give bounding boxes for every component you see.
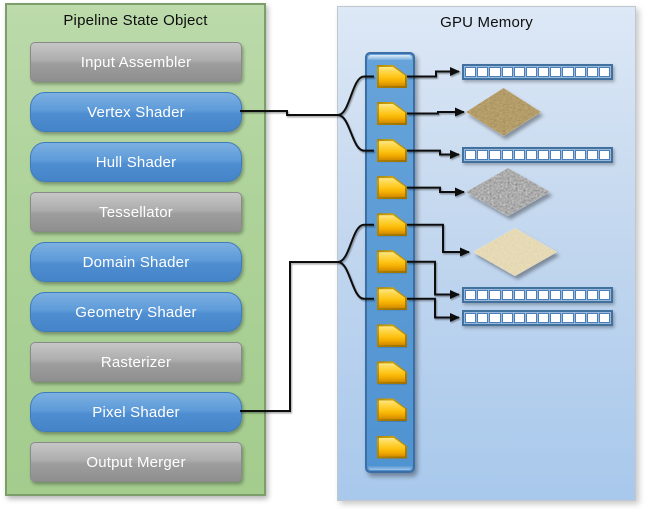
descriptor-icon-face <box>379 178 405 198</box>
buffer-cell <box>465 150 477 160</box>
descriptor-icon-face <box>379 363 405 383</box>
buffer-cell <box>465 290 477 300</box>
buffer-cell <box>574 150 586 160</box>
descriptor-icon <box>377 176 407 200</box>
descriptor-icon-face <box>379 215 405 235</box>
buffer-cell <box>525 150 538 160</box>
buffer-cell <box>477 290 489 300</box>
buffer-cell <box>501 290 513 300</box>
buffer-cell <box>477 150 489 160</box>
pipeline-stage-label: Tessellator <box>99 203 173 221</box>
descriptor-icon-face <box>379 104 405 124</box>
descriptor-icon-face <box>379 289 405 309</box>
buffer-cell <box>562 290 574 300</box>
descriptor-icon-face <box>379 141 405 161</box>
buffer-cell <box>489 150 501 160</box>
pipeline-stage-label: Pixel Shader <box>92 403 180 421</box>
buffer-cell <box>550 150 562 160</box>
buffer-cell <box>550 290 562 300</box>
buffer-cell <box>513 150 525 160</box>
buffer-resource <box>462 147 613 163</box>
descriptor-icon <box>377 250 407 274</box>
buffer-cell <box>550 67 562 77</box>
buffer-cell <box>501 150 513 160</box>
buffer-cell <box>525 290 538 300</box>
buffer-cell <box>538 290 550 300</box>
gpu-panel-title: GPU Memory <box>440 14 533 31</box>
descriptor-icon <box>377 102 407 126</box>
pipeline-stage-label: Geometry Shader <box>75 303 197 321</box>
descriptor-icon <box>377 398 407 422</box>
descriptor-icon <box>377 435 407 459</box>
buffer-cell <box>465 67 477 77</box>
pso-panel-title: Pipeline State Object <box>63 12 208 29</box>
pipeline-stage-pixel-shader: Pixel Shader <box>30 392 242 432</box>
descriptor-icon <box>377 361 407 385</box>
pipeline-stage-output-merger: Output Merger <box>30 442 242 482</box>
buffer-cell <box>489 290 501 300</box>
buffer-cell <box>525 67 538 77</box>
descriptor-icon-face <box>379 326 405 346</box>
descriptor-icon <box>377 287 407 311</box>
buffer-cell <box>489 67 501 77</box>
buffer-cell <box>598 290 611 300</box>
pipeline-stage-label: Rasterizer <box>100 353 172 371</box>
buffer-cell <box>598 150 611 160</box>
pipeline-stage-label: Input Assembler <box>80 53 192 71</box>
descriptor-heap <box>365 52 415 473</box>
heap-bevel-highlight <box>368 55 412 60</box>
pipeline-stage-label: Domain Shader <box>82 253 190 271</box>
pipeline-stage-label: Hull Shader <box>95 153 177 171</box>
buffer-cell <box>574 313 586 323</box>
buffer-cell <box>598 67 611 77</box>
buffer-cell <box>574 290 586 300</box>
buffer-cell <box>513 313 525 323</box>
buffer-cell <box>513 67 525 77</box>
pipeline-stage-input-assembler: Input Assembler <box>30 42 242 82</box>
heap-bevel-shadow <box>368 466 412 470</box>
buffer-resource <box>462 287 613 303</box>
buffer-cell <box>538 313 550 323</box>
buffer-cell <box>562 67 574 77</box>
descriptor-icon-face <box>379 252 405 272</box>
buffer-cell <box>586 290 598 300</box>
descriptor-icon-face <box>379 400 405 420</box>
buffer-cell <box>525 313 538 323</box>
pipeline-stage-label: Output Merger <box>86 453 186 471</box>
descriptor-icon-face <box>379 67 405 86</box>
descriptor-icon <box>377 65 407 88</box>
buffer-cell <box>501 67 513 77</box>
pipeline-stage-domain-shader: Domain Shader <box>30 242 242 282</box>
buffer-cell <box>477 313 489 323</box>
buffer-resource <box>462 64 613 80</box>
buffer-cell <box>562 150 574 160</box>
buffer-cell <box>598 313 611 323</box>
pipeline-stage-hull-shader: Hull Shader <box>30 142 242 182</box>
buffer-cell <box>538 150 550 160</box>
buffer-cell <box>586 313 598 323</box>
buffer-cell <box>477 67 489 77</box>
buffer-cell <box>489 313 501 323</box>
buffer-cell <box>586 150 598 160</box>
pipeline-stage-geometry-shader: Geometry Shader <box>30 292 242 332</box>
pipeline-stage-rasterizer: Rasterizer <box>30 342 242 382</box>
buffer-cell <box>586 67 598 77</box>
buffer-cell <box>574 67 586 77</box>
pipeline-stage-tessellator: Tessellator <box>30 192 242 232</box>
buffer-cell <box>501 313 513 323</box>
buffer-resource <box>462 310 613 326</box>
buffer-cell <box>538 67 550 77</box>
pipeline-stage-label: Vertex Shader <box>87 103 185 121</box>
buffer-cell <box>513 290 525 300</box>
descriptor-icon-face <box>379 437 405 457</box>
descriptor-icon <box>377 213 407 237</box>
buffer-cell <box>550 313 562 323</box>
pipeline-stage-vertex-shader: Vertex Shader <box>30 92 242 132</box>
buffer-cell <box>465 313 477 323</box>
descriptor-icon <box>377 324 407 348</box>
buffer-cell <box>562 313 574 323</box>
descriptor-icon <box>377 139 407 163</box>
